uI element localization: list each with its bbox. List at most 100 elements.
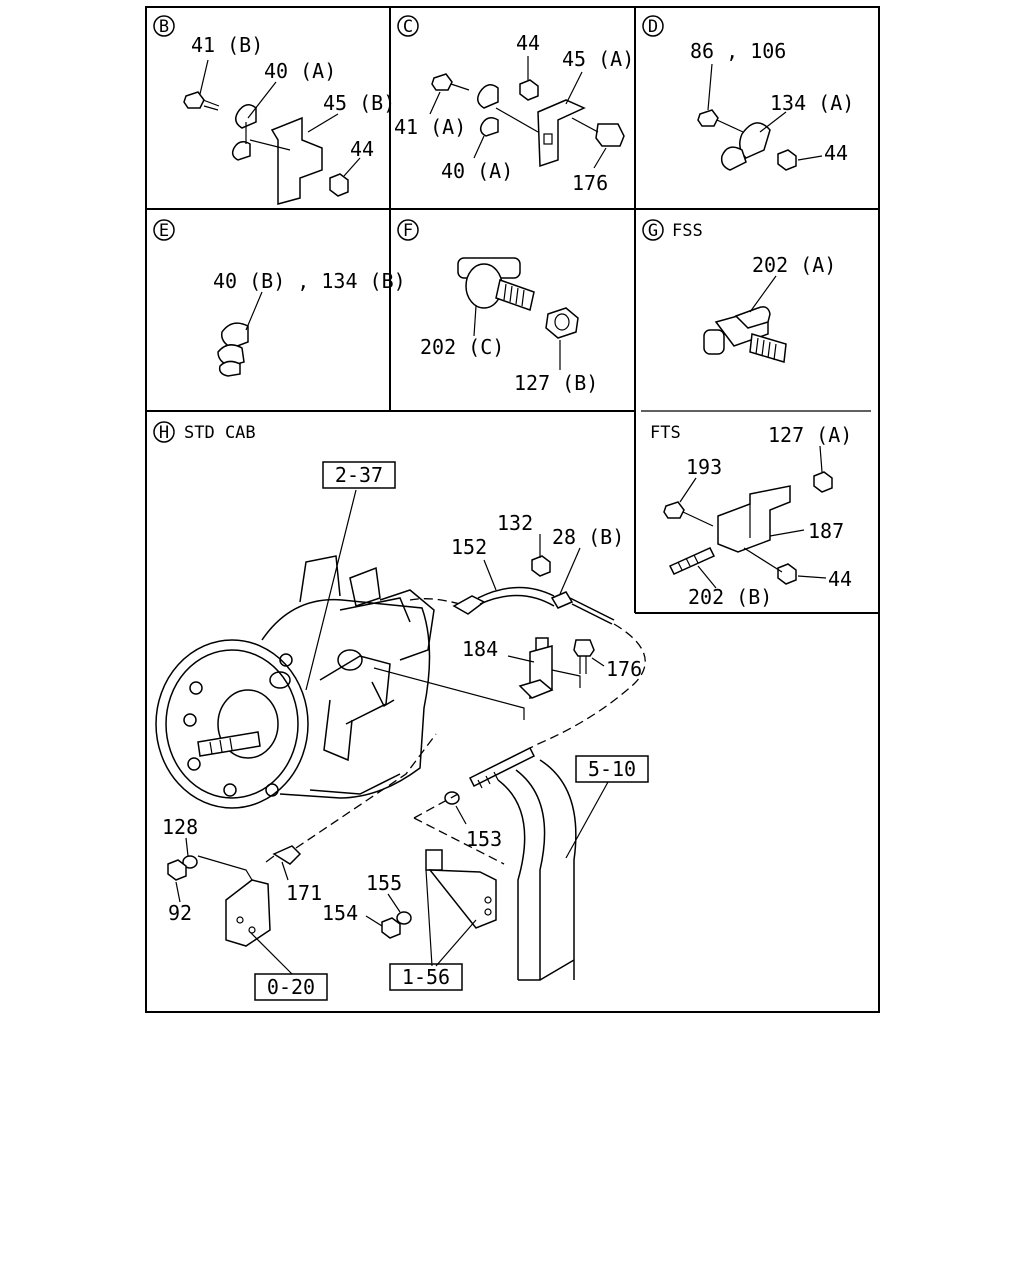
panel-e: E 40 (B) , 134 (B): [153, 219, 406, 377]
bracket-part: [249, 116, 323, 205]
clamp-part: [720, 122, 771, 171]
washer-part: [396, 911, 412, 925]
ref-box: 1-56: [389, 963, 463, 991]
bolt-part: [571, 117, 625, 147]
nut-part: [531, 555, 551, 577]
svg-text:184: 184: [462, 637, 498, 661]
panel-f: F 202 (C) 127 (B): [397, 219, 598, 395]
svg-text:28 (B): 28 (B): [552, 525, 624, 549]
svg-text:132: 132: [497, 511, 533, 535]
nut-part: [777, 149, 797, 171]
svg-text:C: C: [403, 17, 413, 37]
panel-h: H STD CAB: [153, 421, 649, 1001]
svg-text:G: G: [648, 221, 658, 241]
svg-text:F: F: [403, 221, 413, 241]
svg-text:202 (C): 202 (C): [420, 335, 504, 359]
ref-box: 2-37: [322, 461, 396, 489]
panel-d: D 86 , 106 134 (A) 44: [642, 15, 854, 171]
section-marker-e: E: [153, 219, 175, 241]
nut-part: [381, 917, 401, 939]
nut-part: [777, 563, 797, 585]
clip-part: [217, 322, 249, 377]
panel-fts: FTS 127 (A) 193 187 202 (B) 44: [650, 423, 852, 609]
stud-part: [668, 547, 716, 575]
nut-part: [545, 307, 579, 339]
svg-text:176: 176: [572, 171, 608, 195]
tee-fitting-part: [703, 306, 787, 363]
ref-box: 0-20: [254, 973, 328, 1001]
svg-text:E: E: [159, 221, 169, 241]
section-marker-f: F: [397, 219, 419, 241]
svg-text:44: 44: [828, 567, 852, 591]
svg-text:40 (A): 40 (A): [441, 159, 513, 183]
nut-part: [329, 173, 349, 197]
panel-h-title: STD CAB: [184, 423, 256, 443]
svg-text:44: 44: [824, 141, 848, 165]
svg-text:D: D: [648, 17, 658, 37]
svg-text:176: 176: [606, 657, 642, 681]
frame-rail: [497, 759, 577, 981]
washer-part: [182, 855, 198, 869]
svg-text:40 (A): 40 (A): [264, 59, 336, 83]
svg-text:B: B: [159, 17, 169, 37]
svg-text:154: 154: [322, 901, 358, 925]
bracket-part: [425, 849, 497, 929]
svg-text:45 (A): 45 (A): [562, 47, 634, 71]
nut-part: [813, 471, 833, 493]
svg-text:41 (B): 41 (B): [191, 33, 263, 57]
svg-text:187: 187: [808, 519, 844, 543]
svg-text:40 (B) , 134 (B): 40 (B) , 134 (B): [213, 269, 406, 293]
bolt-part: [663, 501, 714, 527]
svg-text:155: 155: [366, 871, 402, 895]
speedometer-cable: [409, 586, 646, 775]
svg-text:H: H: [159, 423, 169, 443]
svg-text:202 (B): 202 (B): [688, 585, 772, 609]
bracket-part: [225, 879, 271, 947]
bracket-part: [717, 485, 791, 553]
svg-text:128: 128: [162, 815, 198, 839]
bracket-part: [537, 99, 586, 168]
clip-part: [477, 84, 539, 137]
sensor-part: [468, 746, 536, 789]
panel-c: C 44 45 (A) 41 (A) 40 (A) 176: [394, 15, 634, 195]
nut-part: [519, 79, 539, 101]
section-marker-g: G: [642, 219, 664, 241]
svg-text:86 , 106: 86 , 106: [690, 39, 786, 63]
panel-g: G FSS 202 (A): [642, 219, 836, 363]
bolt-part: [431, 73, 470, 91]
section-marker-c: C: [397, 15, 419, 37]
svg-text:0-20: 0-20: [267, 975, 315, 999]
svg-text:44: 44: [516, 31, 540, 55]
svg-text:152: 152: [451, 535, 487, 559]
panel-b: B 41 (B) 40 (A) 45 (B) 44: [153, 15, 395, 205]
ref-box: 5-10: [575, 755, 649, 783]
tee-fitting-part: [457, 257, 535, 311]
panel-fts-title: FTS: [650, 423, 681, 443]
clip-part: [231, 104, 257, 161]
svg-text:153: 153: [466, 827, 502, 851]
svg-text:5-10: 5-10: [588, 757, 636, 781]
bolt-part: [265, 845, 302, 865]
svg-text:1-56: 1-56: [402, 965, 450, 989]
bracket-part: [518, 637, 554, 700]
svg-text:193: 193: [686, 455, 722, 479]
svg-text:2-37: 2-37: [335, 463, 383, 487]
svg-text:45 (B): 45 (B): [323, 91, 395, 115]
svg-text:202 (A): 202 (A): [752, 253, 836, 277]
svg-text:92: 92: [168, 901, 192, 925]
svg-text:41 (A): 41 (A): [394, 115, 466, 139]
section-marker-h: H: [153, 421, 175, 443]
diagram-frame: [145, 6, 880, 1013]
panel-g-title: FSS: [672, 221, 703, 241]
section-marker-b: B: [153, 15, 175, 37]
bolt-part: [697, 109, 744, 133]
bolt-part: [183, 91, 220, 111]
svg-text:127 (B): 127 (B): [514, 371, 598, 395]
svg-text:171: 171: [286, 881, 322, 905]
transmission-assembly: [155, 555, 435, 809]
svg-text:44: 44: [350, 137, 374, 161]
svg-text:127 (A): 127 (A): [768, 423, 852, 447]
section-marker-d: D: [642, 15, 664, 37]
svg-text:134 (A): 134 (A): [770, 91, 854, 115]
